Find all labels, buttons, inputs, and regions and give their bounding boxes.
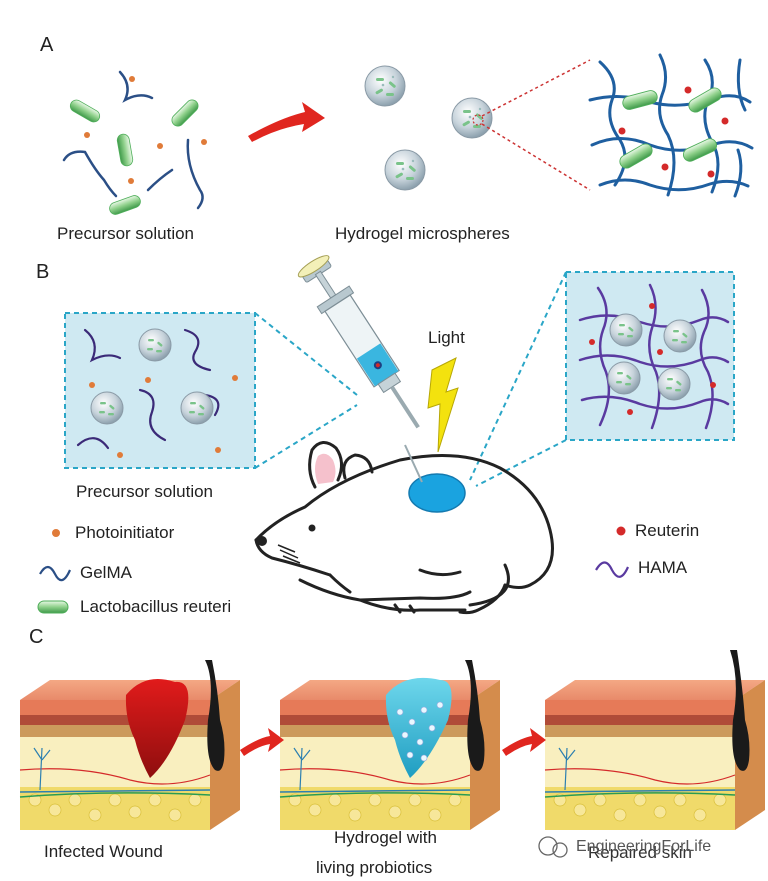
legend-lactobacillus: Lactobacillus reuteri (80, 597, 232, 616)
legend-reuterin: Reuterin (635, 521, 700, 540)
caption-hydrogel-with: Hydrogel with (334, 828, 437, 847)
hama-box (469, 271, 735, 487)
needle-tip (404, 444, 423, 483)
watermark-logo (538, 836, 568, 858)
precursor-solution-caption-b: Precursor solution (76, 482, 214, 501)
watermark-text: EngineeringForLife (576, 838, 712, 855)
hydrogel-spot (408, 473, 466, 513)
mouse-ear-inner (315, 453, 336, 484)
caption-repaired-skin: Repaired skin (588, 843, 692, 862)
skin-block-infected (19, 660, 240, 830)
gelma-chains (62, 70, 204, 210)
panel-label-b: B (36, 261, 50, 283)
lightning-bolt-icon (427, 357, 459, 453)
precursor-box (64, 312, 358, 469)
hydrogel-microspheres-caption: Hydrogel microspheres (335, 224, 510, 243)
lactobacillus-legend-icon (37, 600, 69, 614)
light-label: Light (428, 328, 465, 347)
mouse-eye (308, 524, 316, 532)
panel-a-precursor-solution (62, 70, 207, 217)
mouse-whiskers (277, 544, 301, 564)
mouse-nose (257, 536, 267, 546)
panel-label-a: A (40, 34, 54, 56)
caption-living-probiotics: living probiotics (316, 858, 433, 877)
reuterin-legend-dot (616, 526, 626, 536)
legend-icons (37, 526, 630, 614)
mouse-outline (254, 441, 554, 615)
arrow-c2 (502, 728, 546, 756)
photoinitiator-legend-dot (52, 529, 60, 537)
gelma-legend-icon (39, 565, 72, 582)
syringe (297, 255, 420, 429)
legend-hama: HAMA (638, 558, 688, 577)
hama-legend-icon (595, 561, 630, 578)
arrow-c1 (240, 728, 284, 756)
legend-photoinitiator: Photoinitiator (75, 523, 175, 542)
precursor-solution-caption-a: Precursor solution (57, 224, 195, 243)
hydrogel-microspheres (364, 59, 591, 191)
arrow-a (248, 102, 325, 142)
photoinitiator-dots (84, 76, 207, 184)
panel-label-c: C (29, 626, 44, 648)
skin-block-repaired (544, 650, 765, 830)
caption-infected-wound: Infected Wound (44, 842, 163, 861)
hydrogel-network-zoom (588, 53, 754, 198)
legend-gelma: GelMA (80, 563, 132, 582)
skin-block-hydrogel (279, 660, 500, 830)
